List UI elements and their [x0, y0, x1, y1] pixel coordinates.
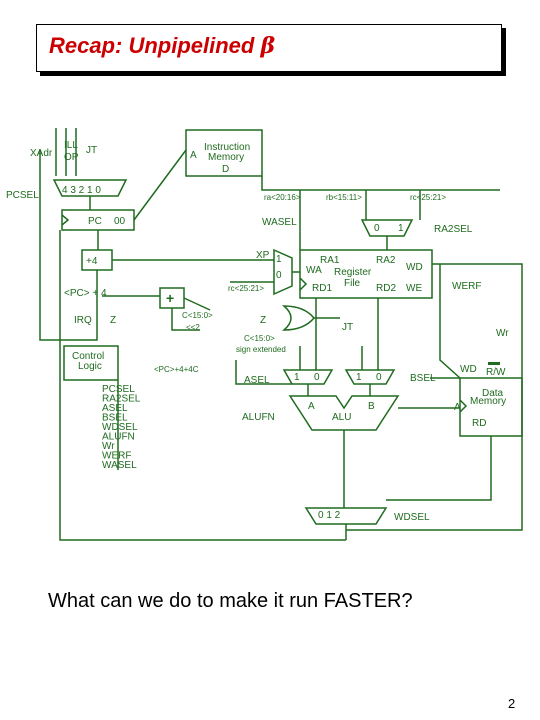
control-signal-wasel: WASEL	[102, 460, 137, 471]
asel-label: ASEL	[244, 375, 270, 386]
control-signal-pcsel: PCSEL	[102, 384, 135, 395]
control-signal-wdsel: WDSEL	[102, 422, 138, 433]
z-mid-label: Z	[260, 315, 266, 326]
rc-field-mid-label: rc<25:21>	[228, 284, 264, 293]
dmem-memory-label: Memory	[470, 396, 506, 407]
alu	[288, 395, 400, 431]
alu-a-label: A	[308, 401, 315, 412]
dmem-rw-label: R/W	[486, 367, 506, 378]
ra2sel-mux-0: 0	[374, 223, 380, 234]
pcsel-mux	[52, 179, 128, 197]
imem-instruction-label: Instruction	[204, 142, 250, 153]
rd1-label: RD1	[312, 283, 332, 294]
ill-label: ILL	[64, 140, 78, 151]
rd2-label: RD2	[376, 283, 396, 294]
ra1-label: RA1	[320, 255, 340, 266]
ra2sel-label: RA2SEL	[434, 224, 473, 235]
wasel-label: WASEL	[262, 217, 297, 228]
asel-mux	[282, 369, 334, 385]
pc-00-label: 00	[114, 216, 126, 227]
wr-right-label: Wr	[496, 328, 509, 339]
asel-mux-0: 0	[314, 372, 320, 383]
slide-title: Recap: Unpipelined β	[49, 33, 276, 59]
dmem-wd-label: WD	[460, 364, 477, 375]
control-signal-asel: ASEL	[102, 403, 128, 414]
bsel-mux	[344, 369, 396, 385]
wa-label: WA	[306, 265, 322, 276]
wdsel-mux	[304, 507, 388, 525]
control-logic-label-1: Control	[72, 351, 104, 362]
register-file	[299, 249, 433, 299]
wd-reg-label: WD	[406, 262, 423, 273]
jt-top-label: JT	[86, 145, 97, 156]
control-signal-werf: WERF	[102, 451, 131, 462]
data-memory	[459, 377, 523, 437]
rb-field-label: rb<15:11>	[326, 193, 362, 202]
z-or-gate	[281, 305, 315, 331]
wa-mux-0: 0	[276, 270, 282, 281]
control-signal-alufn: ALUFN	[102, 432, 135, 443]
we-label: WE	[406, 283, 422, 294]
pc-plus4-plus4c-label: <PC>+4+4C	[154, 365, 199, 374]
ra-field-label: ra<20:16>	[264, 193, 301, 202]
pcsel-mux-inputs: 4 3 2 1 0	[62, 185, 101, 196]
instruction-memory	[185, 129, 263, 177]
register-label: Register	[334, 267, 372, 278]
jt-mid-label: JT	[342, 322, 353, 333]
alufn-label: ALUFN	[242, 412, 275, 423]
control-logic	[63, 345, 119, 381]
rc-field-top-label: rc<25:21>	[410, 193, 446, 202]
control-signal-wr: Wr	[102, 441, 115, 452]
plus4-label: +4	[86, 256, 98, 267]
file-label: File	[344, 278, 361, 289]
page-number: 2	[508, 696, 516, 711]
rw-bar	[488, 362, 500, 365]
adder-plus-label: +	[166, 290, 174, 306]
question-text: What can we do to make it run FASTER?	[48, 590, 413, 612]
c-shift-label: C<15:0>	[182, 311, 213, 320]
shift2-label: <<2	[186, 323, 200, 332]
control-logic-label-2: Logic	[78, 361, 102, 372]
alu-label: ALU	[332, 412, 351, 423]
wdsel-mux-inputs: 0 1 2	[318, 510, 341, 521]
dmem-rd-label: RD	[472, 418, 486, 429]
irq-label: IRQ	[74, 315, 92, 326]
dmem-data-label: Data	[482, 388, 504, 399]
ra2-label: RA2	[376, 255, 396, 266]
pcsel-label: PCSEL	[6, 190, 39, 201]
bsel-label: BSEL	[410, 373, 436, 384]
imem-a-label: A	[190, 150, 197, 161]
control-signal-bsel: BSEL	[102, 413, 128, 424]
z-left-label: Z	[110, 315, 116, 326]
xp-label: XP	[256, 250, 270, 261]
sign-extended-label: sign extended	[236, 345, 286, 354]
pc-plus4-label: <PC> + 4	[64, 288, 107, 299]
wa-mux-1: 1	[276, 254, 282, 265]
c-field-label: C<15:0>	[244, 334, 275, 343]
xadr-label: XAdr	[30, 148, 53, 159]
imem-memory-label: Memory	[208, 152, 244, 163]
ra2sel-mux-1: 1	[398, 223, 404, 234]
wa-mux	[273, 248, 293, 296]
beta-symbol: β	[260, 33, 276, 59]
ra2sel-mux	[360, 219, 414, 237]
imem-d-label: D	[222, 164, 229, 175]
title-box: Recap: Unpipelined β	[36, 24, 502, 72]
wdsel-label: WDSEL	[394, 512, 430, 523]
werf-label: WERF	[452, 281, 481, 292]
control-signal-ra2sel: RA2SEL	[102, 394, 141, 405]
bsel-mux-0: 0	[376, 372, 382, 383]
dmem-a-label: A	[454, 402, 461, 413]
asel-mux-1: 1	[294, 372, 300, 383]
bsel-mux-1: 1	[356, 372, 362, 383]
alu-b-label: B	[368, 401, 375, 412]
pc-label: PC	[88, 216, 102, 227]
op-label: OP	[64, 152, 79, 163]
